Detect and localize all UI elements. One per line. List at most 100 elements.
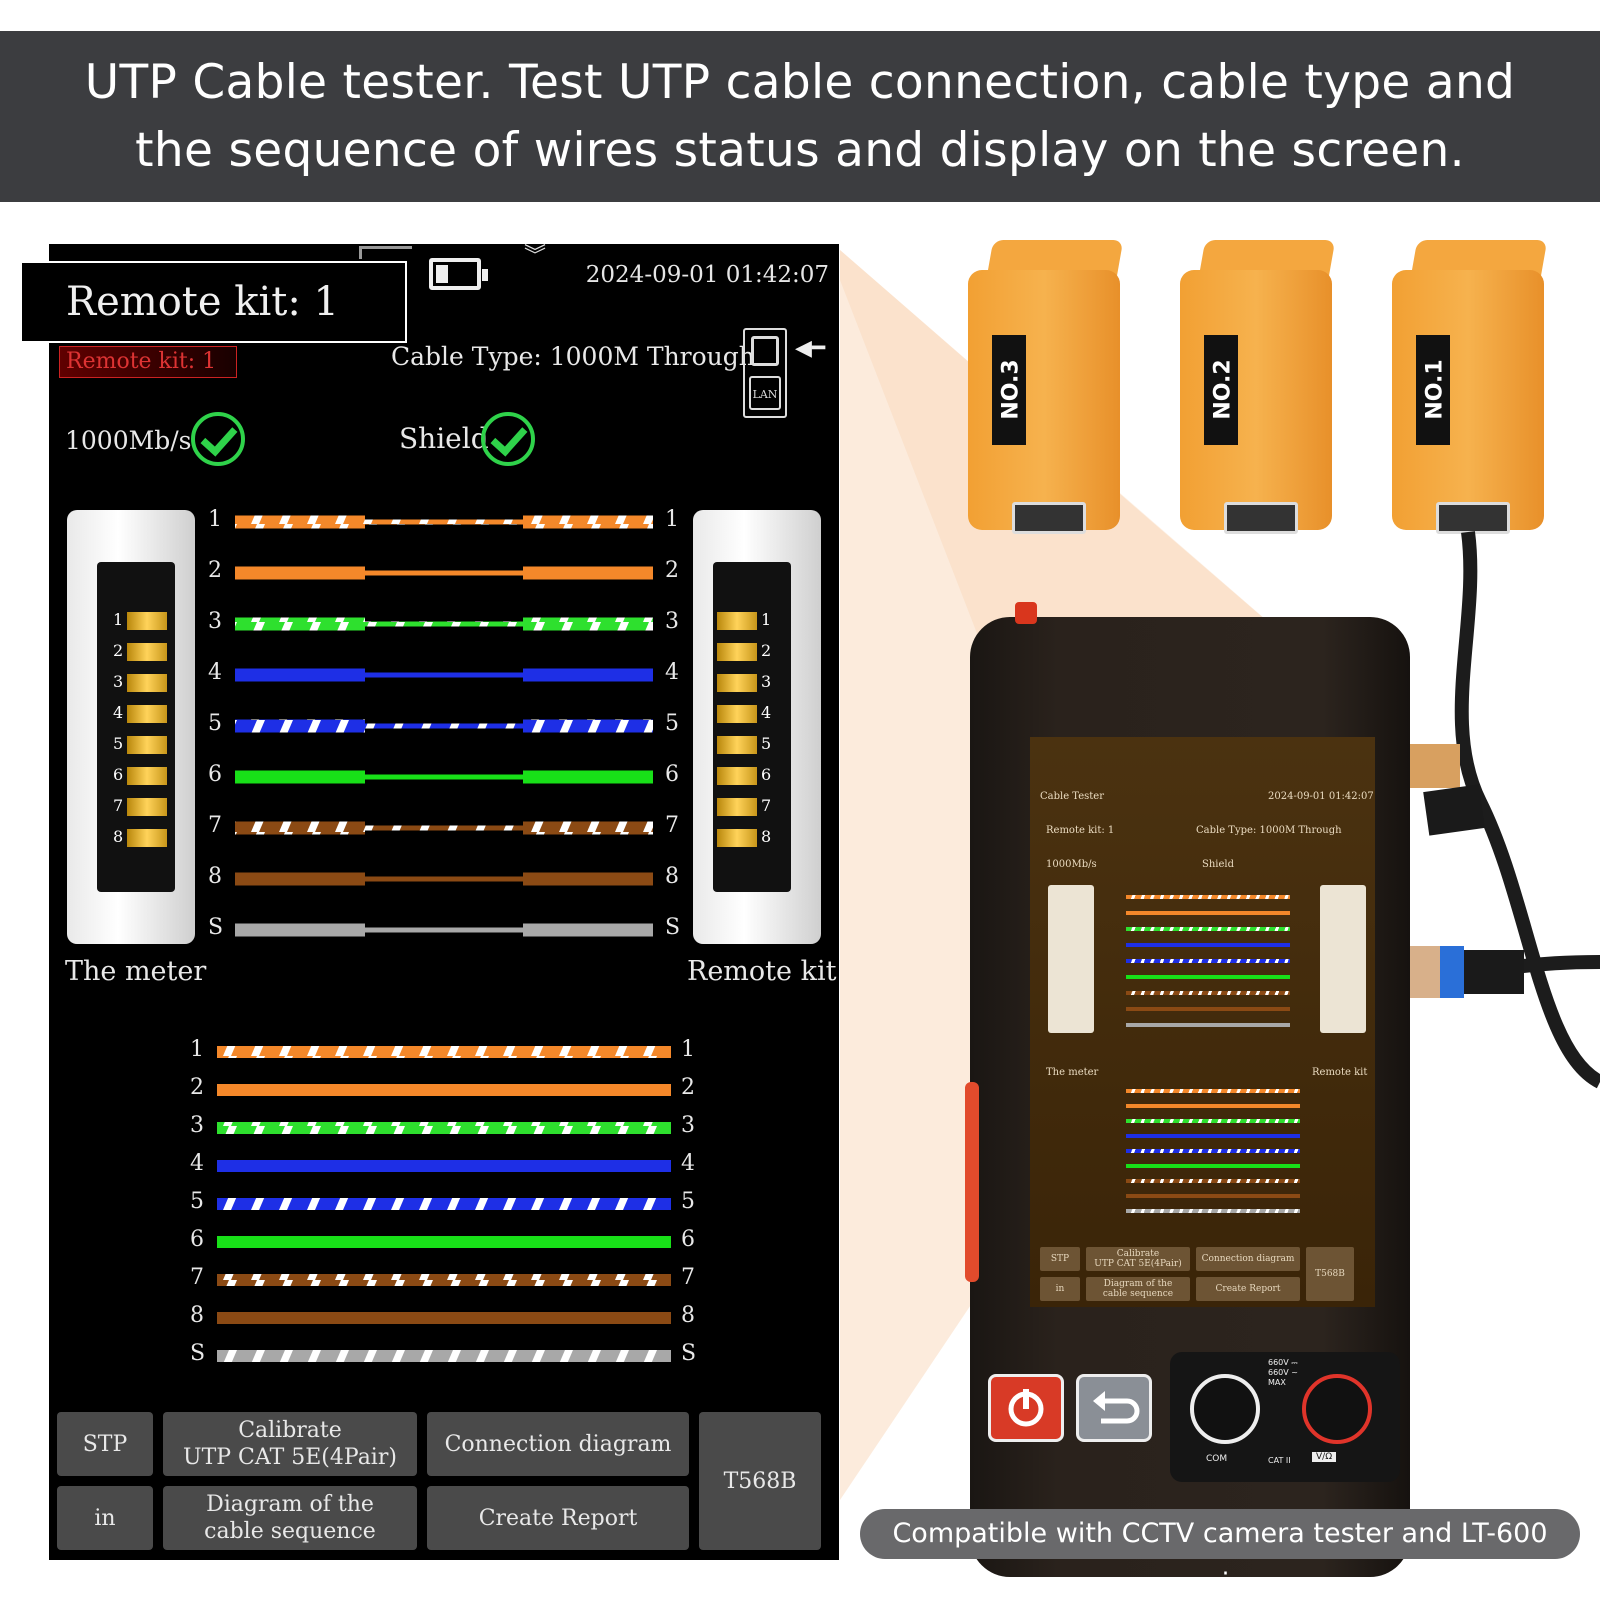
in-button[interactable]: in xyxy=(57,1486,153,1550)
lan-port-icon[interactable]: LAN xyxy=(743,328,787,418)
vohm-label: V/Ω xyxy=(1312,1452,1337,1462)
rj45-port xyxy=(1012,502,1086,534)
mini-report-button[interactable]: Create Report xyxy=(1196,1277,1300,1301)
mini-wire xyxy=(1126,943,1290,947)
mini-wire-seq xyxy=(1126,1119,1300,1123)
diagram-line-2: cable sequence xyxy=(204,1519,376,1544)
mini-wire-seq xyxy=(1126,1194,1300,1198)
mini-connection-button[interactable]: Connection diagram xyxy=(1196,1247,1300,1271)
mini-wire-seq xyxy=(1126,1149,1300,1153)
mini-wire-seq xyxy=(1126,1089,1300,1093)
wire-line xyxy=(217,1084,671,1096)
pin-number: 5 xyxy=(113,734,124,753)
mini-stp-button[interactable]: STP xyxy=(1040,1247,1080,1271)
cable-type: Cable Type: 1000M Through xyxy=(391,342,755,371)
wire-number-right: 2 xyxy=(665,558,679,583)
compatibility-caption: Compatible with CCTV camera tester and L… xyxy=(860,1509,1580,1599)
wire-segment xyxy=(365,825,523,831)
connector-pin xyxy=(127,705,167,723)
mini-wire xyxy=(1126,991,1290,995)
mini-title: Cable Tester xyxy=(1040,791,1104,802)
remote-unit-1: NO.1 xyxy=(1392,240,1548,534)
wire-number-right: 5 xyxy=(681,1189,695,1214)
wire-number-left: 7 xyxy=(190,1265,204,1290)
wire-number-right: S xyxy=(681,1341,697,1366)
mini-speed: 1000Mb/s xyxy=(1046,859,1097,870)
wire-number-left: 5 xyxy=(208,711,222,736)
vohm-jack[interactable] xyxy=(1302,1374,1372,1444)
wire-number-left: S xyxy=(208,915,224,940)
wire-segment xyxy=(523,515,653,529)
wire-number-left: 2 xyxy=(190,1075,204,1100)
pin-number: 1 xyxy=(761,610,772,629)
pin-number: 5 xyxy=(761,734,772,753)
wire-number-right: S xyxy=(665,915,681,940)
mini-in-button[interactable]: in xyxy=(1040,1277,1080,1301)
pin-number: 2 xyxy=(113,641,124,660)
wire-line xyxy=(217,1198,671,1210)
wire-segment xyxy=(365,927,523,933)
wire-segment xyxy=(523,872,653,886)
remote-unit-2: NO.2 xyxy=(1180,240,1336,534)
wire-number-right: 4 xyxy=(681,1151,695,1176)
connection-diagram-button[interactable]: Connection diagram xyxy=(427,1412,689,1476)
connector-pin xyxy=(127,736,167,754)
datetime: 2024-09-01 01:42:07 xyxy=(585,262,829,288)
wire-number-left: 3 xyxy=(208,609,222,634)
remote-unit-3: NO.3 xyxy=(968,240,1124,534)
mini-calibrate-button[interactable]: Calibrate UTP CAT 5E(4Pair) xyxy=(1086,1247,1190,1271)
product-photo: NO.3 NO.2 NO.1 Cable Tester 2024-09-01 0… xyxy=(840,202,1600,1600)
vdc-label: 660V ⎓ xyxy=(1268,1358,1298,1367)
wire-segment xyxy=(365,570,523,576)
pin-number: 8 xyxy=(113,827,124,846)
arrow-left-icon: ◀━ xyxy=(795,336,826,361)
pin-number: 6 xyxy=(113,765,124,784)
create-report-button[interactable]: Create Report xyxy=(427,1486,689,1550)
diagram-sequence-button[interactable]: Diagram of the cable sequence xyxy=(163,1486,417,1550)
wire-segment xyxy=(365,672,523,678)
wire-segment xyxy=(235,668,365,682)
wire-number-left: 8 xyxy=(208,864,222,889)
mini-datetime: 2024-09-01 01:42:07 xyxy=(1268,791,1374,802)
wire-segment xyxy=(523,821,653,835)
wire-number-right: 6 xyxy=(681,1227,695,1252)
mini-diagram-button[interactable]: Diagram of the cable sequence xyxy=(1086,1277,1190,1301)
connector-pin xyxy=(127,643,167,661)
connector-pin xyxy=(717,829,757,847)
mini-t568b-button[interactable]: T568B xyxy=(1306,1247,1354,1301)
mini-remote-connector xyxy=(1320,885,1366,1033)
wire-number-left: 1 xyxy=(208,507,222,532)
wire-number-right: 7 xyxy=(665,813,679,838)
speed-label: 1000Mb/s xyxy=(65,426,192,455)
mini-shield: Shield xyxy=(1202,859,1235,870)
mini-diagram-line-1: Diagram of the xyxy=(1103,1279,1173,1289)
wire-segment xyxy=(235,821,365,835)
mini-wire-seq xyxy=(1126,1179,1300,1183)
wire-segment xyxy=(523,719,653,733)
connector-pin xyxy=(717,674,757,692)
power-icon xyxy=(1008,1389,1044,1427)
side-tab xyxy=(965,1082,979,1282)
top-button[interactable] xyxy=(1015,602,1037,624)
power-button[interactable] xyxy=(988,1374,1064,1442)
t568b-button[interactable]: T568B xyxy=(699,1412,821,1550)
pin-number: 1 xyxy=(113,610,124,629)
calibrate-line-1: Calibrate xyxy=(238,1418,342,1443)
wire-number-left: 2 xyxy=(208,558,222,583)
com-jack[interactable] xyxy=(1190,1374,1260,1444)
chevron-down-icon[interactable]: ︾ xyxy=(524,244,547,269)
stp-button[interactable]: STP xyxy=(57,1412,153,1476)
wire-number-right: 8 xyxy=(665,864,679,889)
no-signal-icon xyxy=(359,246,412,259)
wire-number-left: 6 xyxy=(208,762,222,787)
pin-number: 8 xyxy=(761,827,772,846)
patch-cable xyxy=(1405,531,1600,1089)
pin-number: 7 xyxy=(113,796,124,815)
calibrate-button[interactable]: Calibrate UTP CAT 5E(4Pair) xyxy=(163,1412,417,1476)
wire-number-right: 4 xyxy=(665,660,679,685)
pin-number: 7 xyxy=(761,796,772,815)
back-button[interactable] xyxy=(1076,1374,1152,1442)
connector-pin xyxy=(127,798,167,816)
com-label: COM xyxy=(1206,1454,1228,1464)
